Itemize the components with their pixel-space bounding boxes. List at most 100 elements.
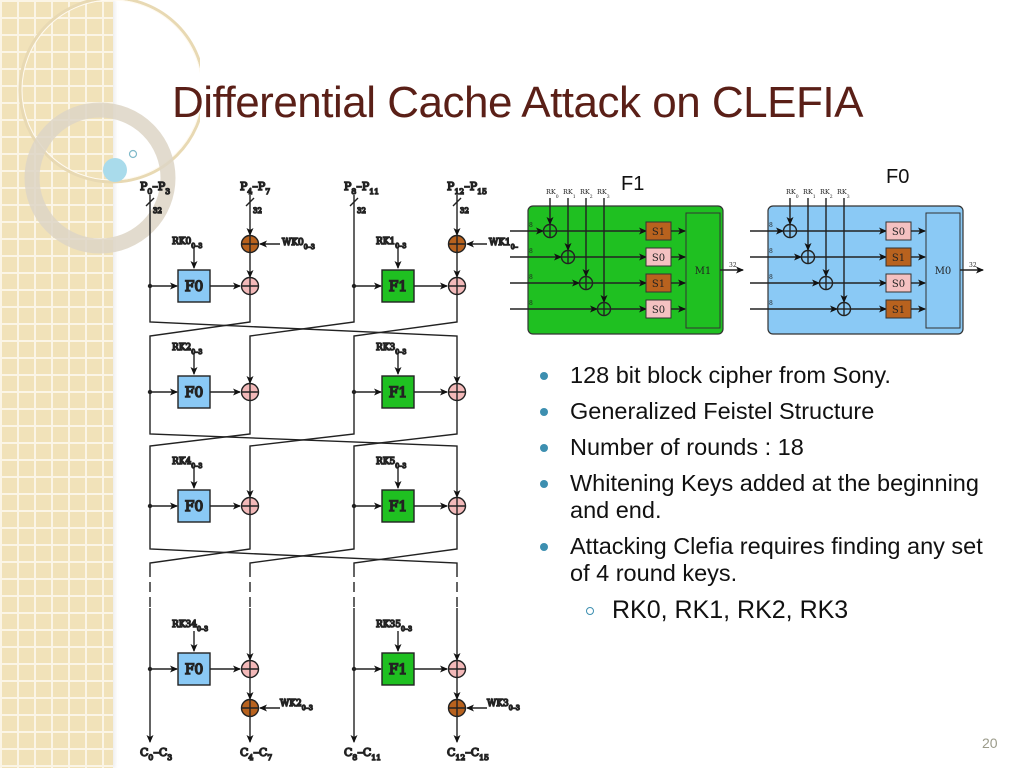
subscript: 1: [573, 194, 576, 200]
bus-width-label: 32: [253, 207, 262, 215]
label-part: RK: [803, 188, 813, 196]
label-part: C: [240, 746, 248, 759]
mixer-label: M0: [935, 266, 952, 277]
bullet-text: Whitening Keys added at the beginning an…: [570, 470, 979, 523]
sbox-label: S0: [652, 253, 665, 264]
slide-title: Differential Cache Attack on CLEFIA: [172, 78, 863, 127]
page-number: 20: [982, 735, 998, 751]
subscript: 1: [813, 194, 816, 200]
swap-wire: [149, 318, 251, 340]
round-xor: [447, 496, 467, 516]
label-part: –C: [357, 746, 371, 759]
subscript: 0: [796, 194, 799, 200]
bullet-item: Whitening Keys added at the beginning an…: [536, 470, 1006, 524]
f-function-box-f0: F0: [177, 269, 211, 303]
label-part: RK: [597, 188, 607, 196]
byte-width-label: 8: [529, 300, 533, 307]
bullet-dot-icon: [540, 480, 548, 488]
subscript: 8: [352, 753, 357, 762]
sbox-label: S1: [892, 305, 905, 316]
whitening-xor-wk2: [240, 698, 260, 718]
label-part: RK: [820, 188, 830, 196]
subscript: 12: [455, 753, 465, 762]
f-box-label: F1: [389, 385, 408, 401]
f-box-rect: [381, 269, 415, 303]
sbox-label: S1: [652, 279, 665, 290]
subscript: 0–3: [401, 626, 412, 633]
subscript: 0: [556, 194, 559, 200]
round-key-label-RK5: RK50–3: [376, 457, 406, 470]
f-box-rect: [381, 652, 415, 686]
label-part: P: [140, 180, 148, 193]
sub-key-label: RK2: [580, 188, 593, 200]
output-label-3: C12–C15: [447, 746, 489, 762]
subscript: 0: [148, 753, 153, 762]
label-part: C: [140, 746, 148, 759]
f-function-box-f0: F0: [177, 375, 211, 409]
byte-width-label: 8: [769, 248, 773, 255]
byte-width-label: 8: [769, 222, 773, 229]
input-label-1: P4–P7: [240, 180, 270, 196]
key-xor: [782, 223, 798, 239]
f-function-box-f0: F0: [177, 489, 211, 523]
subscript: 7: [265, 187, 270, 196]
swap-wire: [353, 430, 458, 450]
subscript: 3: [607, 194, 610, 200]
round-xor: [240, 496, 260, 516]
sub-key-label: RK1: [803, 188, 816, 200]
label-part: RK5: [376, 457, 396, 467]
label-part: RK1: [376, 237, 395, 247]
round-key-label-RK35: RK350–3: [376, 620, 412, 633]
label-part: P: [240, 180, 248, 193]
sub-key-label: RK0: [786, 188, 799, 200]
whitening-xor-wk0: [240, 234, 260, 254]
round-key-label-RK34: RK340–3: [172, 620, 208, 633]
byte-width-label: 8: [529, 248, 533, 255]
bullet-list: 128 bit block cipher from Sony. Generali…: [536, 362, 1006, 596]
swap-wire: [149, 430, 458, 450]
key-xor: [818, 275, 834, 291]
whitening-xor-wk3: [447, 698, 467, 718]
sub-key-label: RK0: [546, 188, 559, 200]
bullet-item: Generalized Feistel Structure: [536, 398, 1006, 425]
bullet-dot-icon: [540, 408, 548, 416]
label-part: –C: [253, 746, 267, 759]
whitening-key-label-wk3: WK30–3: [487, 699, 520, 712]
round-key-label-RK3: RK30–3: [376, 343, 406, 356]
key-xor: [836, 301, 852, 317]
label-part: RK34: [172, 620, 197, 630]
bullet-text: Number of rounds : 18: [570, 434, 804, 460]
out-width-label: 32: [969, 262, 977, 269]
bullet-item: 128 bit block cipher from Sony.: [536, 362, 1006, 389]
swap-wire: [149, 430, 251, 450]
sbox-label: S1: [652, 227, 665, 238]
label-part: WK1: [489, 238, 511, 248]
swap-wire: [149, 318, 458, 340]
bullet-item: Number of rounds : 18: [536, 434, 1006, 461]
label-part: RK: [563, 188, 573, 196]
round-xor: [447, 276, 467, 296]
sbox-label: S0: [652, 305, 665, 316]
byte-width-label: 8: [769, 274, 773, 281]
subscript: 11: [369, 187, 379, 196]
label-part: RK4: [172, 457, 192, 467]
decorative-circles: [18, 0, 200, 254]
subscript: 0–3: [197, 626, 208, 633]
f0-function-title: F0: [886, 166, 909, 188]
bullet-text: Generalized Feistel Structure: [570, 398, 875, 424]
subscript: 12: [454, 187, 464, 196]
bullet-dot-icon: [540, 444, 548, 452]
subscript: 0–3: [191, 243, 202, 250]
label-part: WK2: [280, 699, 302, 709]
key-xor: [800, 249, 816, 265]
label-part: WK3: [487, 699, 509, 709]
bullet-item: Attacking Clefia requires finding any se…: [536, 533, 1006, 587]
sub-key-label: RK3: [837, 188, 850, 200]
sub-key-label: RK1: [563, 188, 576, 200]
output-label-0: C0–C3: [140, 746, 172, 762]
sub-bullet-list: RK0, RK1, RK2, RK3: [584, 596, 848, 625]
subscript: 7: [267, 753, 272, 762]
